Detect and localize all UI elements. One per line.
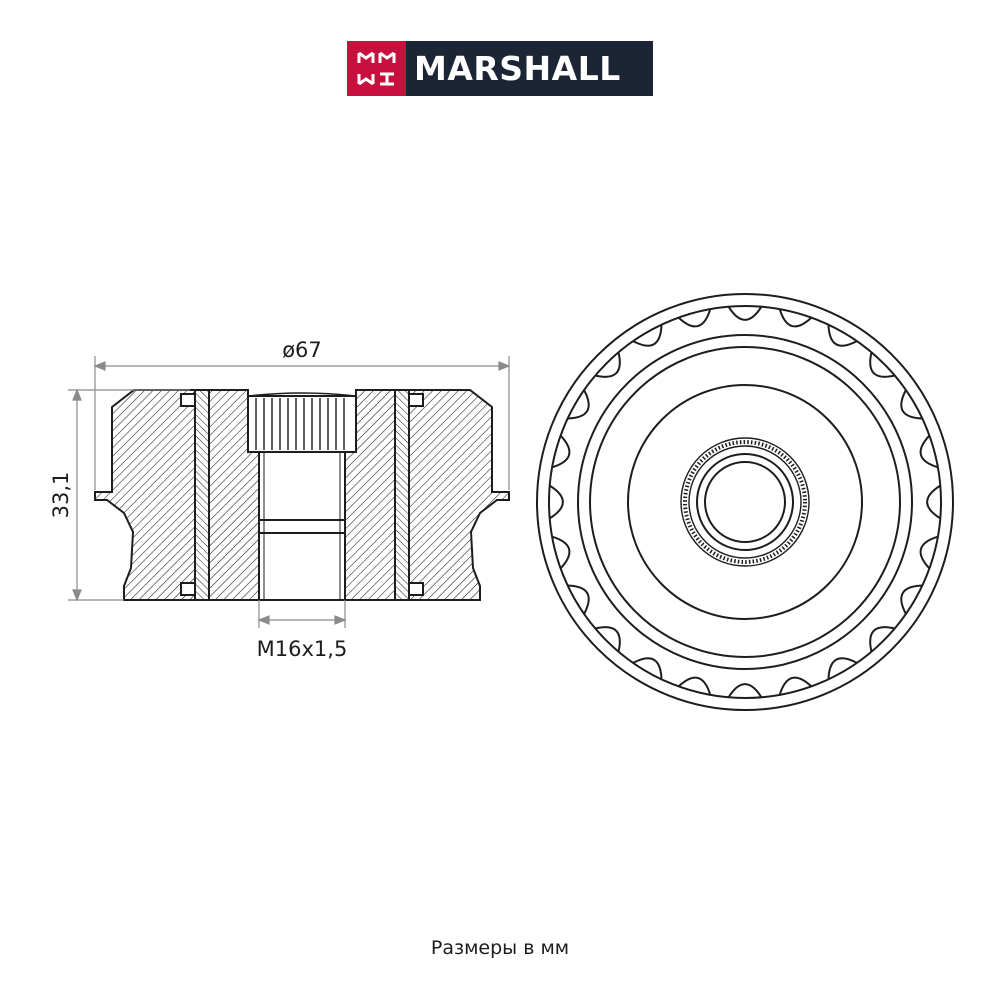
- rim-scallop: [677, 308, 712, 328]
- rim-scallop: [778, 676, 813, 696]
- height-label: 33,1: [49, 472, 73, 519]
- knurl-inner: [688, 445, 802, 559]
- rim-scallop: [827, 324, 858, 347]
- rim-scallop: [677, 676, 712, 696]
- rim-scallop: [595, 352, 621, 378]
- rim-scallop: [727, 306, 763, 321]
- section-left-sleeve: [194, 389, 210, 601]
- rim-scallop: [827, 657, 858, 680]
- rim-scallops: [549, 306, 941, 698]
- top-view: [536, 293, 954, 711]
- knurl-dots: [683, 440, 807, 564]
- brand-name: MARSHALL: [406, 41, 653, 96]
- hub-ring: [627, 384, 863, 620]
- section-right-body: [408, 389, 510, 601]
- bore-outer: [696, 453, 794, 551]
- threaded-bore: [258, 451, 346, 601]
- diameter-label: ø67: [282, 338, 322, 362]
- inner-rim-ring: [577, 334, 913, 670]
- rim-scallop: [869, 352, 895, 378]
- rim-scallop: [549, 484, 564, 520]
- dimension-lines: [68, 356, 511, 628]
- rim-scallop: [567, 584, 590, 615]
- units-note: Размеры в мм: [430, 937, 570, 959]
- brand-mark-icon: [347, 41, 406, 96]
- rim-scallop: [900, 584, 923, 615]
- rim-scallop: [778, 308, 813, 328]
- bore-inner: [704, 461, 786, 543]
- rim-ring: [548, 305, 942, 699]
- rim-scallop: [632, 324, 663, 347]
- outer-ring: [536, 293, 954, 711]
- rim-scallop: [595, 626, 621, 652]
- rim-scallop: [919, 535, 939, 570]
- rim-scallop: [727, 683, 763, 698]
- section-right-sleeve: [394, 389, 410, 601]
- section-left-body: [94, 389, 196, 601]
- rim-scallop: [632, 657, 663, 680]
- rim-scallop: [567, 389, 590, 420]
- rim-scallop: [919, 434, 939, 469]
- face-ring: [589, 346, 901, 658]
- thread-label: M16x1,5: [257, 637, 348, 661]
- rim-scallop: [900, 389, 923, 420]
- section-view: [94, 389, 510, 601]
- rim-scallop: [869, 626, 895, 652]
- rim-scallop: [551, 434, 571, 469]
- rim-scallop: [926, 484, 941, 520]
- rim-scallop: [551, 535, 571, 570]
- spline-teeth: [247, 392, 357, 450]
- knurl-outer: [680, 437, 810, 567]
- brand-logo: MARSHALL: [347, 41, 653, 96]
